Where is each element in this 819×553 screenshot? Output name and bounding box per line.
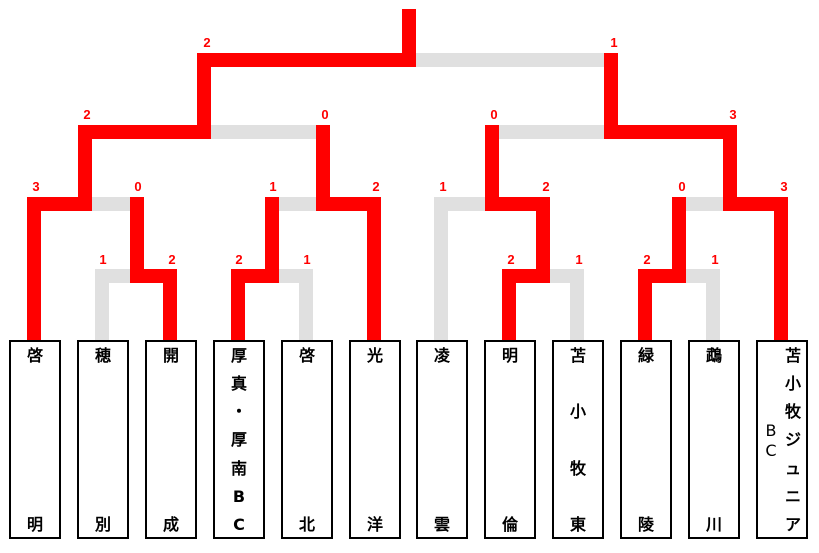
- losing-paths: [78, 53, 737, 347]
- team-name: 明倫: [499, 342, 521, 537]
- path-atsuma: [231, 197, 279, 347]
- score-r3-keimei: 2: [83, 107, 91, 122]
- team-box: 啓北: [281, 340, 333, 539]
- path-ryoun: [434, 197, 499, 347]
- team-name-char: 小: [784, 374, 801, 394]
- team-name: 苫小牧東: [567, 342, 589, 537]
- path-meirin: [485, 125, 550, 347]
- team-name-char: ア: [784, 514, 801, 534]
- score-r1-tomakomai-higashi: 1: [575, 252, 583, 267]
- team-name-char: 厚: [230, 346, 247, 365]
- score-final-tomakomai-jr: 1: [610, 35, 618, 50]
- team-name-char: 凌: [433, 346, 450, 365]
- team-name-char: 真: [230, 374, 247, 394]
- team-name-char: B: [232, 486, 246, 506]
- score-r1-ryokuryo: 2: [643, 252, 651, 267]
- team-name-char: 苫: [569, 346, 586, 365]
- team-name-char: 別: [94, 515, 111, 534]
- score-r2-keimei: 3: [32, 179, 40, 194]
- team-name: 啓明: [24, 342, 46, 537]
- score-r3-meirin: 0: [490, 107, 498, 122]
- path-tomakomai-jr: [604, 53, 788, 347]
- team-name: 苫小牧ジュニア: [782, 342, 804, 537]
- team-name-char: C: [765, 440, 777, 460]
- path-koyo: [316, 125, 381, 347]
- team-box: 明倫: [484, 340, 536, 539]
- team-name-char: 成: [162, 515, 179, 534]
- team-name-char: B: [765, 420, 777, 440]
- team-name-char: 川: [705, 515, 722, 534]
- score-r1-kaisei: 2: [168, 252, 176, 267]
- team-name-char: 明: [501, 346, 518, 365]
- path-mukawa: [672, 269, 720, 347]
- team-name: 啓北: [296, 342, 318, 537]
- team-name-char: ニ: [784, 486, 801, 506]
- team-name-char: 緑: [637, 346, 654, 365]
- score-r2-ryoun: 1: [439, 179, 447, 194]
- team-box: 穂別: [77, 340, 129, 539]
- team-name-char: 陵: [637, 515, 654, 534]
- team-name: 凌雲: [431, 342, 453, 537]
- team-box: 苫小牧東: [552, 340, 604, 539]
- winning-paths: [27, 9, 788, 347]
- team-name-char: 雲: [433, 515, 450, 534]
- team-name-char: 倫: [501, 515, 518, 534]
- team-name-char: ・: [230, 402, 247, 422]
- team-name: 開成: [160, 342, 182, 537]
- score-r2-atsuma: 1: [269, 179, 277, 194]
- team-name-char: 苫: [784, 346, 801, 365]
- score-r1-keihoku: 1: [303, 252, 311, 267]
- team-name-char: 厚: [230, 430, 247, 450]
- score-r1-meirin: 2: [507, 252, 515, 267]
- team-name-char: 北: [298, 515, 315, 534]
- team-name-char: 鵡: [705, 346, 722, 365]
- team-name: 鵡川: [703, 342, 725, 537]
- team-box: 凌雲: [416, 340, 468, 539]
- path-tomakomai-higashi: [536, 269, 584, 347]
- score-r2-meirin: 2: [542, 179, 550, 194]
- team-name-char: 小: [569, 402, 586, 422]
- path-hobetsu: [95, 269, 143, 347]
- team-name-char: ュ: [784, 458, 801, 478]
- team-box: 啓明: [9, 340, 61, 539]
- team-name-char: 啓: [26, 346, 43, 365]
- team-name-char: 洋: [366, 515, 383, 534]
- path-keimei: [27, 9, 416, 347]
- score-r1-hobetsu: 1: [99, 252, 107, 267]
- team-name-char: 南: [230, 458, 247, 478]
- score-r2-kaisei: 0: [134, 179, 142, 194]
- score-r3-tomakomai-jr: 3: [729, 107, 737, 122]
- team-name-char: C: [233, 514, 245, 534]
- team-name-char: 開: [162, 346, 179, 365]
- team-name-char: 牧: [784, 402, 801, 422]
- score-r2-koyo: 2: [372, 179, 380, 194]
- team-name-char: 光: [366, 346, 383, 365]
- score-final-keimei: 2: [203, 35, 211, 50]
- team-box: 光洋: [349, 340, 401, 539]
- score-r1-atsuma: 2: [235, 252, 243, 267]
- path-kaisei: [130, 197, 177, 347]
- team-name-char: ジ: [784, 430, 801, 450]
- team-box: 開成: [145, 340, 197, 539]
- team-name: 光洋: [364, 342, 386, 537]
- team-name-char: 啓: [298, 346, 315, 365]
- team-name-char: 明: [26, 515, 43, 534]
- team-name-char: 牧: [569, 458, 586, 478]
- path-ryokuryo: [638, 197, 686, 347]
- score-r2-ryokuryo: 0: [678, 179, 686, 194]
- score-r1-mukawa: 1: [711, 252, 719, 267]
- team-name-char: 穂: [94, 346, 111, 365]
- team-box: 鵡川: [688, 340, 740, 539]
- score-r2-tomakomai-jr: 3: [780, 179, 788, 194]
- team-name-char: 東: [569, 514, 586, 534]
- score-r3-koyo: 0: [321, 107, 329, 122]
- path-keihoku: [265, 269, 313, 347]
- team-name: 穂別: [92, 342, 114, 537]
- team-box: 緑陵: [620, 340, 672, 539]
- team-name: 緑陵: [635, 342, 657, 537]
